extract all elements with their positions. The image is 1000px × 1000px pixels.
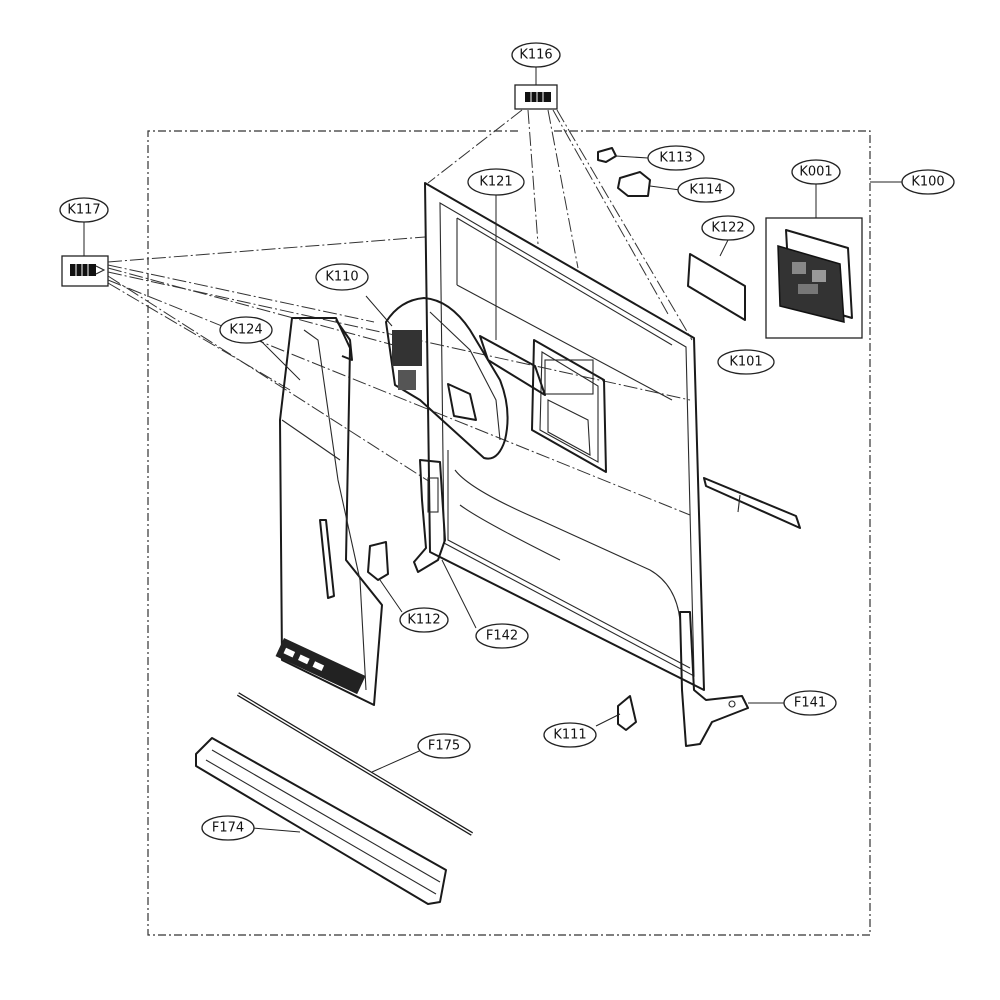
callout-f141: F141 — [783, 690, 837, 716]
svg-text:K001: K001 — [799, 165, 832, 180]
svg-text:K117: K117 — [67, 203, 100, 218]
svg-text:K111: K111 — [553, 728, 586, 743]
callout-f175: F175 — [417, 733, 471, 759]
svg-text:K113: K113 — [659, 151, 692, 166]
callout-k112: K112 — [399, 607, 449, 633]
vent-grille-k122 — [687, 239, 746, 321]
callout-k114: K114 — [677, 177, 735, 203]
callout-k116: K116 — [511, 42, 561, 68]
screw-k116 — [514, 67, 558, 110]
callout-k117: K117 — [59, 197, 109, 223]
svg-text:F141: F141 — [794, 696, 826, 711]
rod-f175 — [236, 692, 474, 836]
screw-k117 — [61, 222, 109, 287]
callout-k101: K101 — [717, 349, 775, 375]
control-module-k001 — [765, 184, 863, 339]
callout-k113: K113 — [647, 145, 705, 171]
k116-phantom-lines — [427, 109, 693, 341]
svg-text:K100: K100 — [911, 175, 944, 190]
callout-f174: F174 — [201, 815, 255, 841]
side-rail — [703, 477, 801, 529]
callout-k001: K001 — [791, 159, 841, 185]
svg-text:K121: K121 — [479, 175, 512, 190]
svg-text:K116: K116 — [519, 48, 552, 63]
svg-text:K110: K110 — [325, 270, 358, 285]
svg-text:F175: F175 — [428, 739, 460, 754]
inner-door-panel-k101 — [424, 182, 784, 747]
callout-k124: K124 — [219, 316, 273, 344]
clip-k113 — [597, 147, 649, 163]
svg-text:K112: K112 — [407, 613, 440, 628]
door-latch-assembly-k110 — [365, 295, 509, 460]
svg-text:K101: K101 — [729, 355, 762, 370]
svg-text:F174: F174 — [212, 821, 244, 836]
callout-k121: K121 — [467, 168, 525, 196]
callout-f142: F142 — [475, 623, 529, 649]
callout-k110: K110 — [315, 263, 369, 291]
clip-k114 — [617, 171, 681, 197]
outer-panel-k124 — [259, 317, 383, 706]
hinge-bracket-f142 — [413, 459, 477, 629]
svg-text:K114: K114 — [689, 183, 722, 198]
svg-text:K122: K122 — [711, 221, 744, 236]
assembly-boundary — [147, 130, 871, 936]
gasket-k121 — [479, 195, 546, 396]
clip-k111 — [595, 695, 637, 731]
svg-text:F142: F142 — [486, 629, 518, 644]
callout-k122: K122 — [701, 215, 755, 241]
clip-k112 — [367, 541, 403, 613]
bottom-rail-f174 — [195, 737, 447, 905]
callout-k111: K111 — [543, 722, 597, 748]
callout-k100: K100 — [901, 169, 955, 195]
svg-text:K124: K124 — [229, 323, 262, 338]
